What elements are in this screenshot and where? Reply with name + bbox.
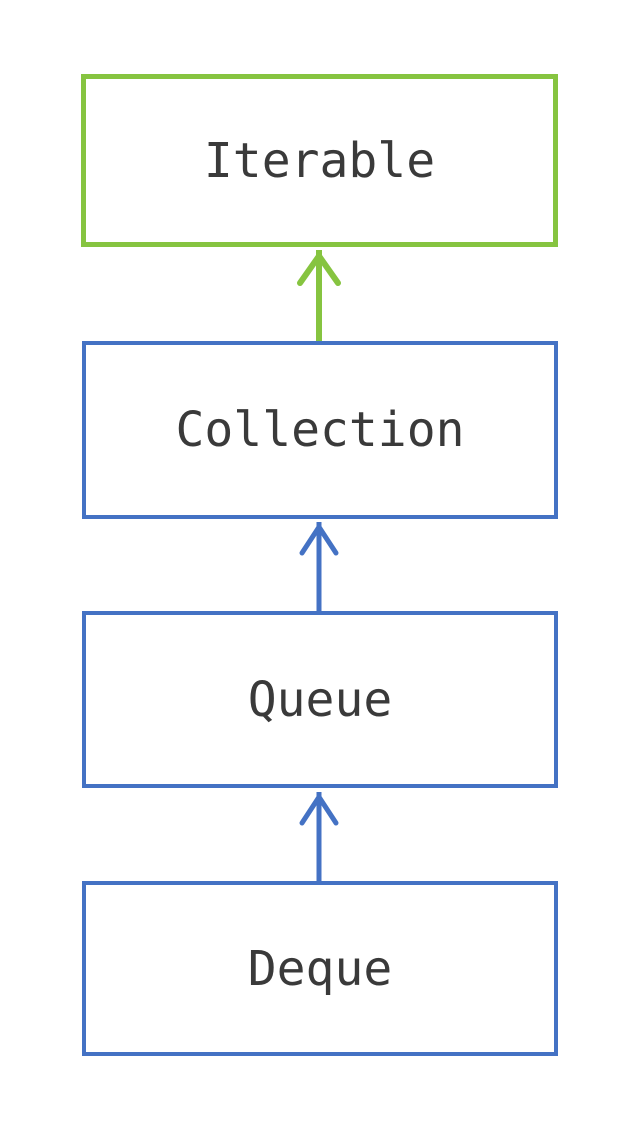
node-label-iterable: Iterable: [203, 132, 436, 189]
edge-queue-to-collection: [299, 522, 339, 611]
edge-deque-to-queue: [299, 792, 339, 881]
node-deque[interactable]: Deque: [82, 881, 558, 1056]
node-collection[interactable]: Collection: [82, 341, 558, 519]
node-iterable[interactable]: Iterable: [81, 74, 558, 247]
node-label-deque: Deque: [247, 940, 393, 997]
node-queue[interactable]: Queue: [82, 611, 558, 788]
node-label-collection: Collection: [175, 402, 465, 458]
node-label-queue: Queue: [247, 671, 393, 728]
edge-collection-to-iterable: [297, 250, 341, 341]
